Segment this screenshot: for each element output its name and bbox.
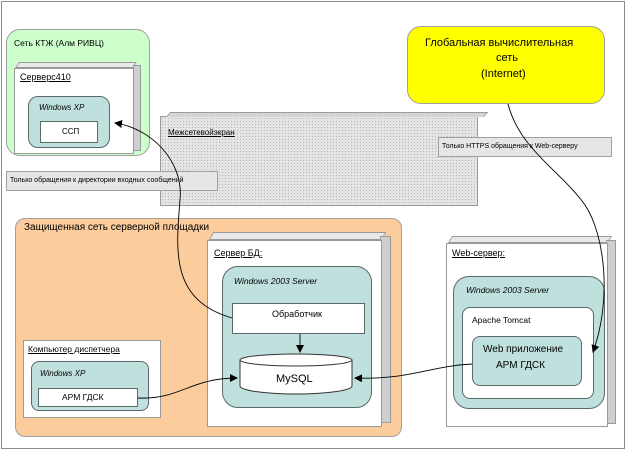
internet-to-webapp-link	[507, 103, 605, 353]
firewall-block	[160, 116, 478, 206]
web-server-label: Web-сервер:	[452, 248, 506, 258]
db-server-label: Сервер БД:	[214, 248, 263, 258]
web-app-line2: АРМ ГДСК	[496, 360, 545, 371]
web-app-line1: Web приложение	[483, 344, 564, 355]
arm-to-mysql-link	[137, 374, 238, 399]
server-410-os-label: Windows XP	[39, 103, 85, 112]
ssp-app-label: ССП	[62, 127, 80, 136]
web-server-os-label: Windows 2003 Server	[466, 285, 550, 295]
secure-network-label: Защищенная сеть серверной площадки	[24, 222, 210, 233]
dispatcher-pc-os-label: Windows XP	[40, 369, 86, 378]
ssp-app-box	[40, 121, 98, 143]
tomcat-label: Apache Tomcat	[472, 315, 531, 325]
server-410-label: Серверс410	[20, 72, 71, 82]
arm-gdsk-label: АРМ ГДСК	[62, 392, 104, 402]
internet-line2: сеть	[496, 52, 519, 64]
handler-to-ssp-link	[114, 120, 233, 319]
mysql-label: MySQL	[276, 373, 313, 385]
arm-gdsk-box	[38, 388, 138, 407]
handler-box	[232, 303, 365, 334]
webapp-to-mysql-link	[354, 363, 473, 383]
note-https-access: Только HTTPS обращения к Web-серверу	[438, 137, 612, 157]
internet-line3: (Internet)	[481, 68, 526, 80]
dispatcher-pc-label: Компьютер диспетчера	[28, 344, 120, 354]
mysql-database-icon	[239, 353, 353, 395]
handler-label: Обработчик	[272, 309, 322, 319]
ktzh-network-label: Сеть КТЖ (Алм РИВЦ)	[14, 38, 104, 48]
firewall-label: Межсетевойэкран	[168, 128, 235, 137]
web-app-box	[472, 336, 582, 386]
internet-line1: Глобальная вычислительная	[425, 37, 574, 49]
internet-zone	[407, 26, 605, 104]
note-directory-access: Только обращения к директории входных со…	[6, 171, 218, 191]
db-server-os-label: Windows 2003 Server	[234, 276, 318, 286]
